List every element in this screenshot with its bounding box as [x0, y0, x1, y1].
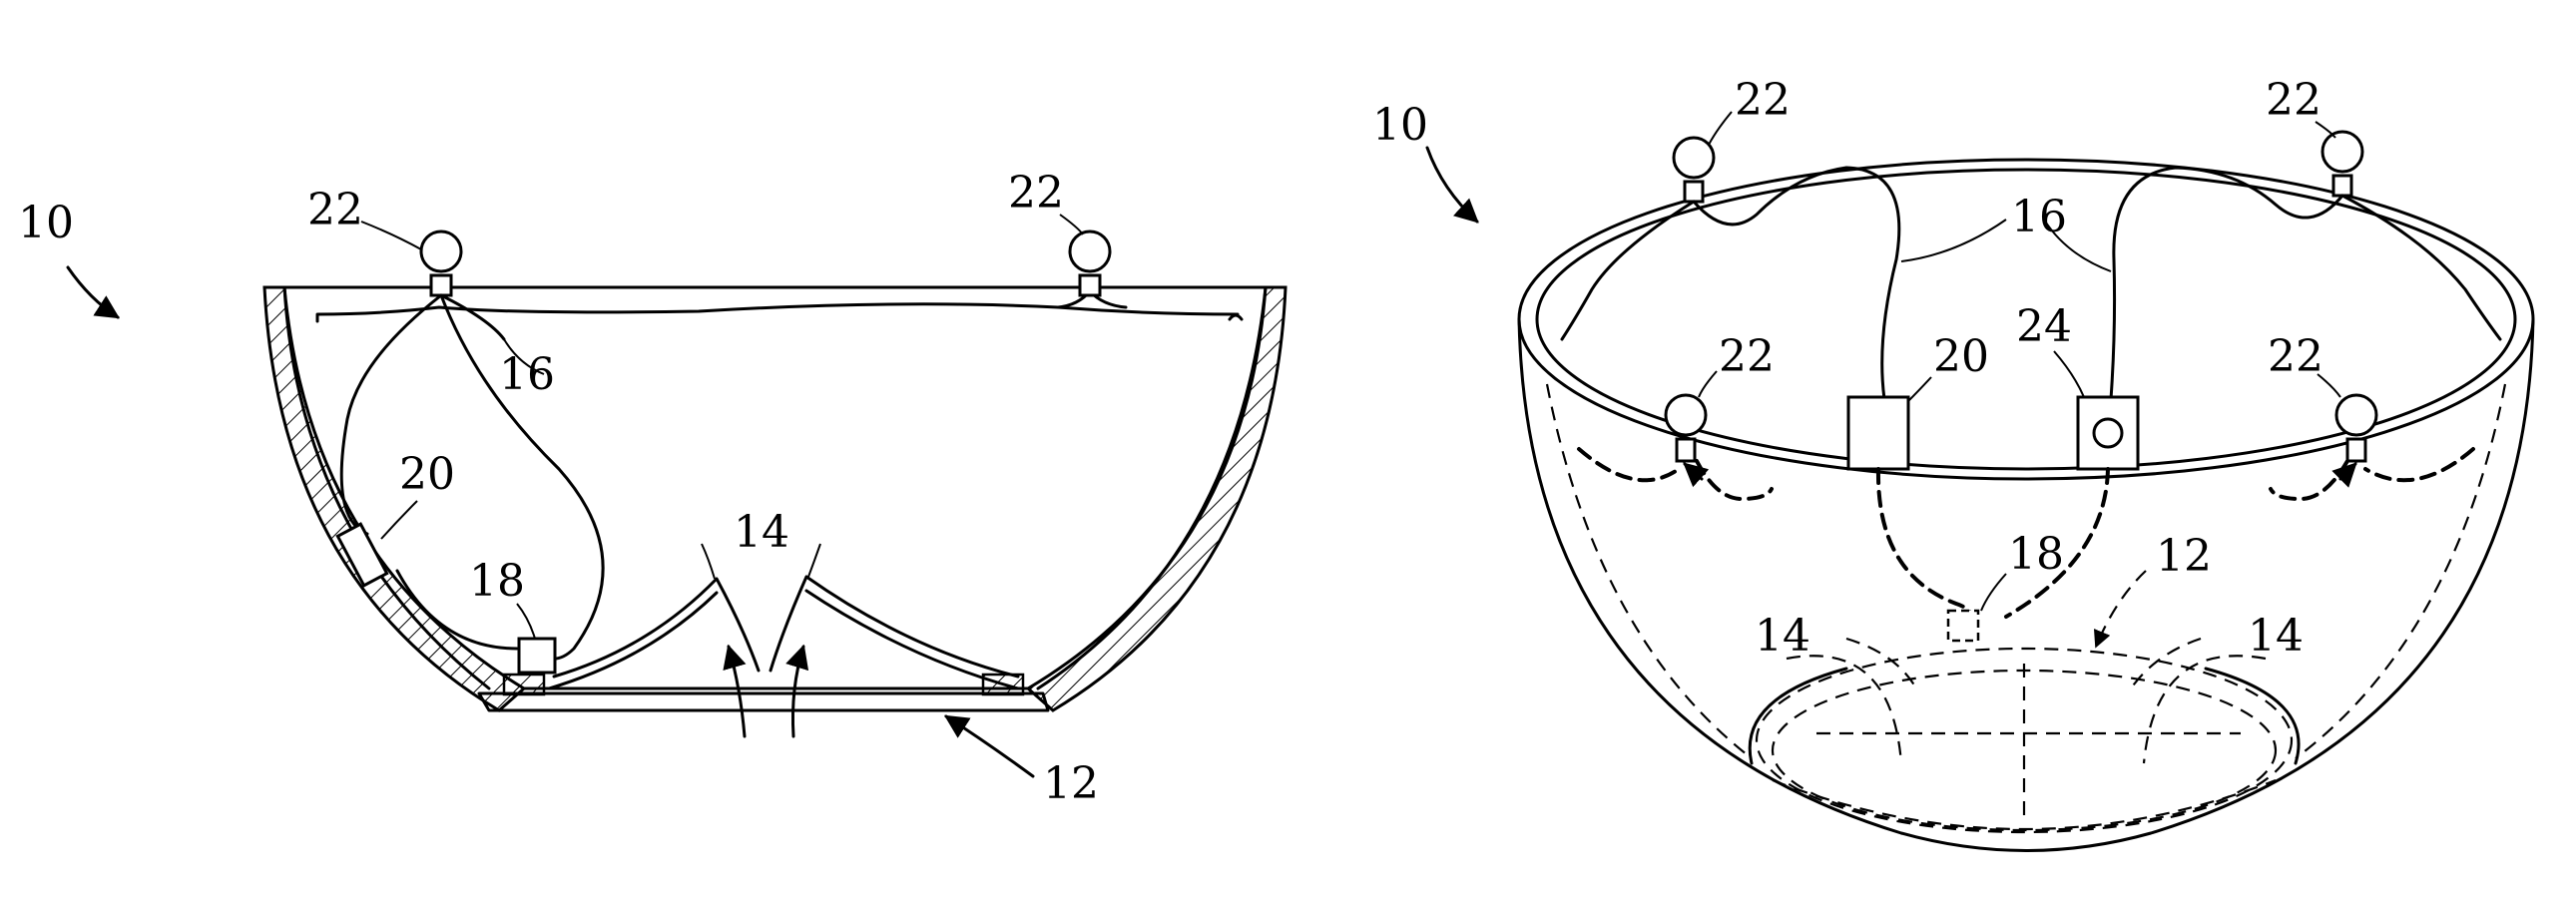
- bowl-body: [1517, 158, 2535, 852]
- bulb-top-right-icon: [2320, 130, 2364, 198]
- bulb-inner-left-icon: [1664, 393, 1708, 463]
- bulb-top-left-icon: [1672, 136, 1716, 204]
- bowl-wall-section: [262, 285, 1288, 712]
- flaps-dashed: [1786, 637, 2267, 764]
- connector-box: [517, 637, 557, 675]
- ref-arrow-opening-2: [2093, 570, 2147, 649]
- label-controller: 20: [399, 449, 455, 500]
- label-flap-right: 14: [2248, 611, 2304, 662]
- ref-arrow-bowl-right: [1425, 146, 1479, 224]
- hidden-wire-right: [2004, 467, 2110, 619]
- label-controller-2: 20: [1933, 331, 1989, 382]
- ref-arrow-bowl-left: [66, 265, 121, 319]
- switch-icon: [2076, 395, 2140, 471]
- rim-wire: [315, 302, 1240, 323]
- label-wire-2: 16: [2011, 192, 2067, 242]
- figure-perspective: 10 14 14 12: [1372, 75, 2535, 852]
- hidden-wire-left: [1875, 467, 1973, 619]
- label-bulb-inner-left: 22: [1719, 331, 1775, 382]
- label-bulb-right: 22: [1008, 168, 1064, 219]
- figure-cross-section: 10 14: [18, 168, 1288, 809]
- label-wire: 16: [499, 349, 555, 400]
- label-switch: 24: [2016, 301, 2072, 352]
- ref-arrow-opening: [943, 714, 1035, 778]
- bulb-right-icon: [1056, 229, 1128, 309]
- label-opening: 12: [1043, 758, 1099, 809]
- label-opening-2: 12: [2156, 531, 2212, 582]
- label-bulb-left: 22: [307, 185, 363, 235]
- wire-loop: [339, 293, 605, 661]
- label-bowl: 10: [18, 198, 74, 248]
- controller-box: [335, 522, 389, 588]
- label-bulb-top-right: 22: [2266, 75, 2321, 126]
- label-connector-2: 18: [2008, 529, 2064, 580]
- label-bulb-top-left: 22: [1735, 75, 1791, 126]
- label-connector: 18: [469, 556, 525, 607]
- flaps: [547, 543, 1020, 738]
- connector-box-2: [1946, 609, 1980, 643]
- bulb-left-icon: [419, 229, 463, 297]
- label-flap-left: 14: [1755, 611, 1810, 662]
- controller-box-2: [1846, 395, 1910, 471]
- bulb-inner-right-icon: [2334, 393, 2378, 463]
- wire-network: [1560, 166, 2502, 401]
- label-bulb-inner-right: 22: [2268, 331, 2323, 382]
- label-flaps: 14: [734, 507, 789, 558]
- label-bowl-2: 10: [1372, 100, 1428, 151]
